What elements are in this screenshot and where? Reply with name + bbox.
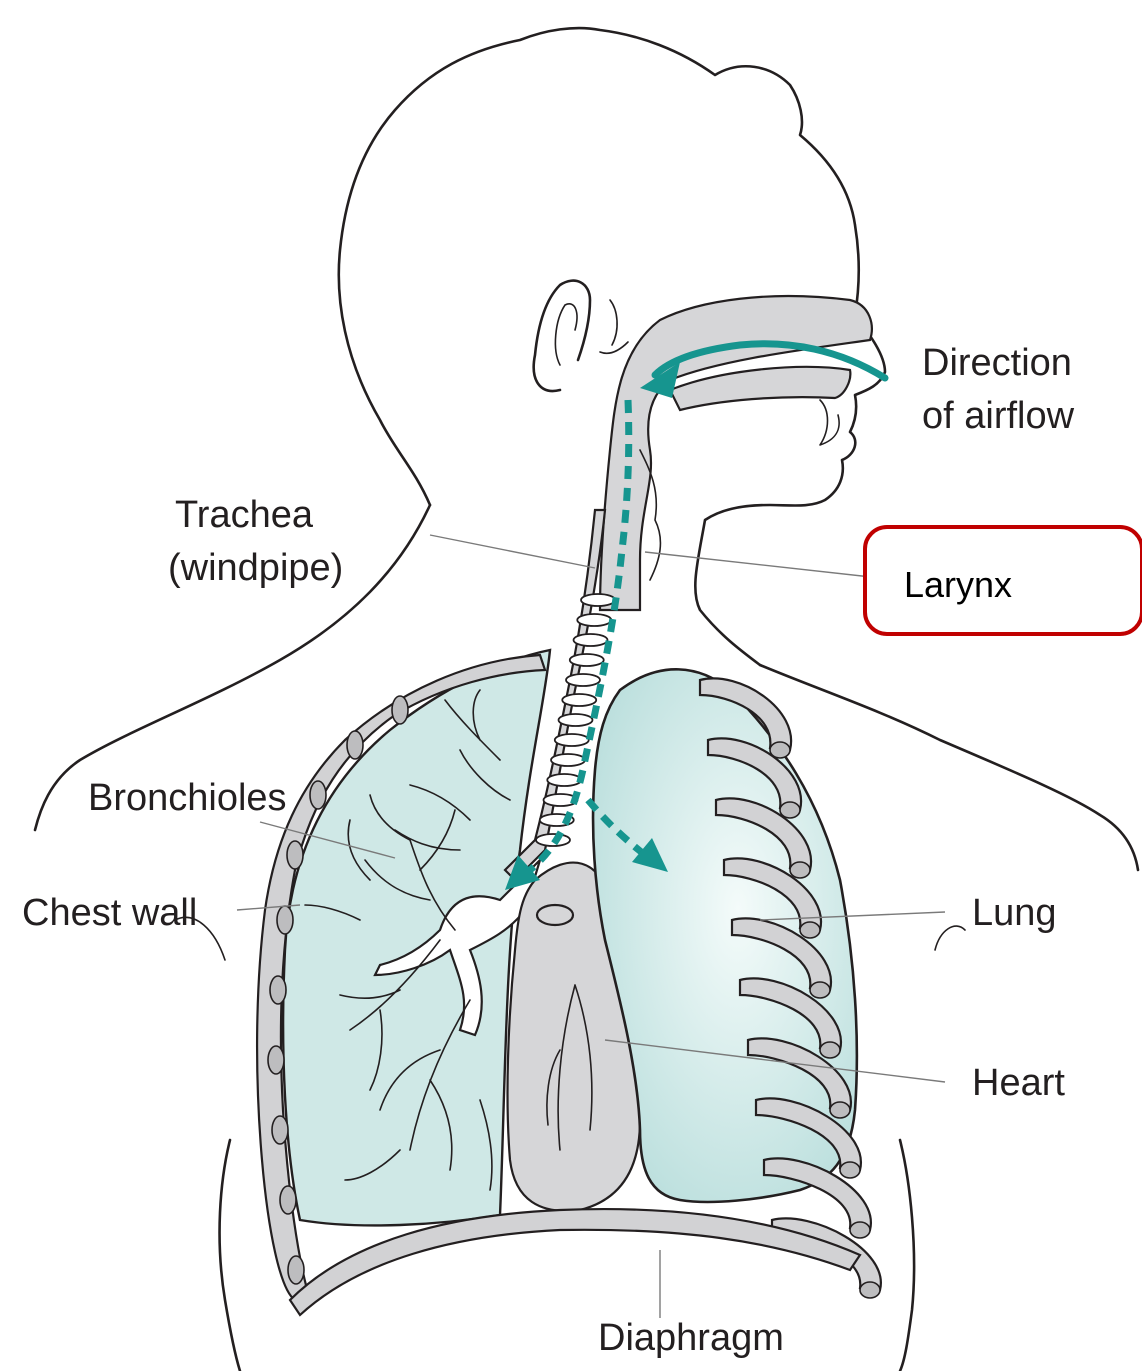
trachea-ring xyxy=(547,774,581,786)
trachea-ring xyxy=(574,634,608,646)
trachea-ring xyxy=(555,734,589,746)
label-lung: Lung xyxy=(972,892,1057,934)
trachea-ring xyxy=(551,754,585,766)
rib-end xyxy=(810,982,830,998)
trachea-leader xyxy=(430,535,595,568)
chest-wall-rib-section xyxy=(310,781,326,809)
label-larynx: Larynx xyxy=(904,564,1012,605)
rib-end xyxy=(830,1102,850,1118)
chest-wall-rib-section xyxy=(287,841,303,869)
rib-end xyxy=(790,862,810,878)
chest-wall-rib-section xyxy=(272,1116,288,1144)
rib-end xyxy=(820,1042,840,1058)
rib-end xyxy=(840,1162,860,1178)
chest-wall-rib-section xyxy=(277,906,293,934)
trachea-ring xyxy=(577,614,611,626)
rib-end xyxy=(850,1222,870,1238)
chest-wall-rib-section xyxy=(268,1046,284,1074)
trachea-ring xyxy=(570,654,604,666)
label-chest-wall: Chest wall xyxy=(22,892,197,934)
chest-wall-rib-section xyxy=(280,1186,296,1214)
trachea-ring xyxy=(581,594,615,606)
label-direction-line1: Direction xyxy=(922,342,1072,384)
chest-wall-rib-section xyxy=(347,731,363,759)
label-trachea-line2: (windpipe) xyxy=(168,547,343,589)
chest-wall-rib-section xyxy=(392,696,408,724)
trachea-ring xyxy=(566,674,600,686)
rib-end xyxy=(800,922,820,938)
chest-wall-rib-section xyxy=(270,976,286,1004)
rib-end xyxy=(860,1282,880,1298)
label-heart: Heart xyxy=(972,1062,1065,1104)
rib-end xyxy=(780,802,800,818)
trachea-ring xyxy=(562,694,596,706)
label-trachea-line1: Trachea xyxy=(175,494,314,536)
label-bronchioles: Bronchioles xyxy=(88,777,287,819)
larynx-leader xyxy=(645,552,880,578)
label-diaphragm: Diaphragm xyxy=(598,1317,784,1359)
label-direction-line2: of airflow xyxy=(922,395,1075,437)
trachea-ring xyxy=(559,714,593,726)
chest-wall-rib-section xyxy=(288,1256,304,1284)
